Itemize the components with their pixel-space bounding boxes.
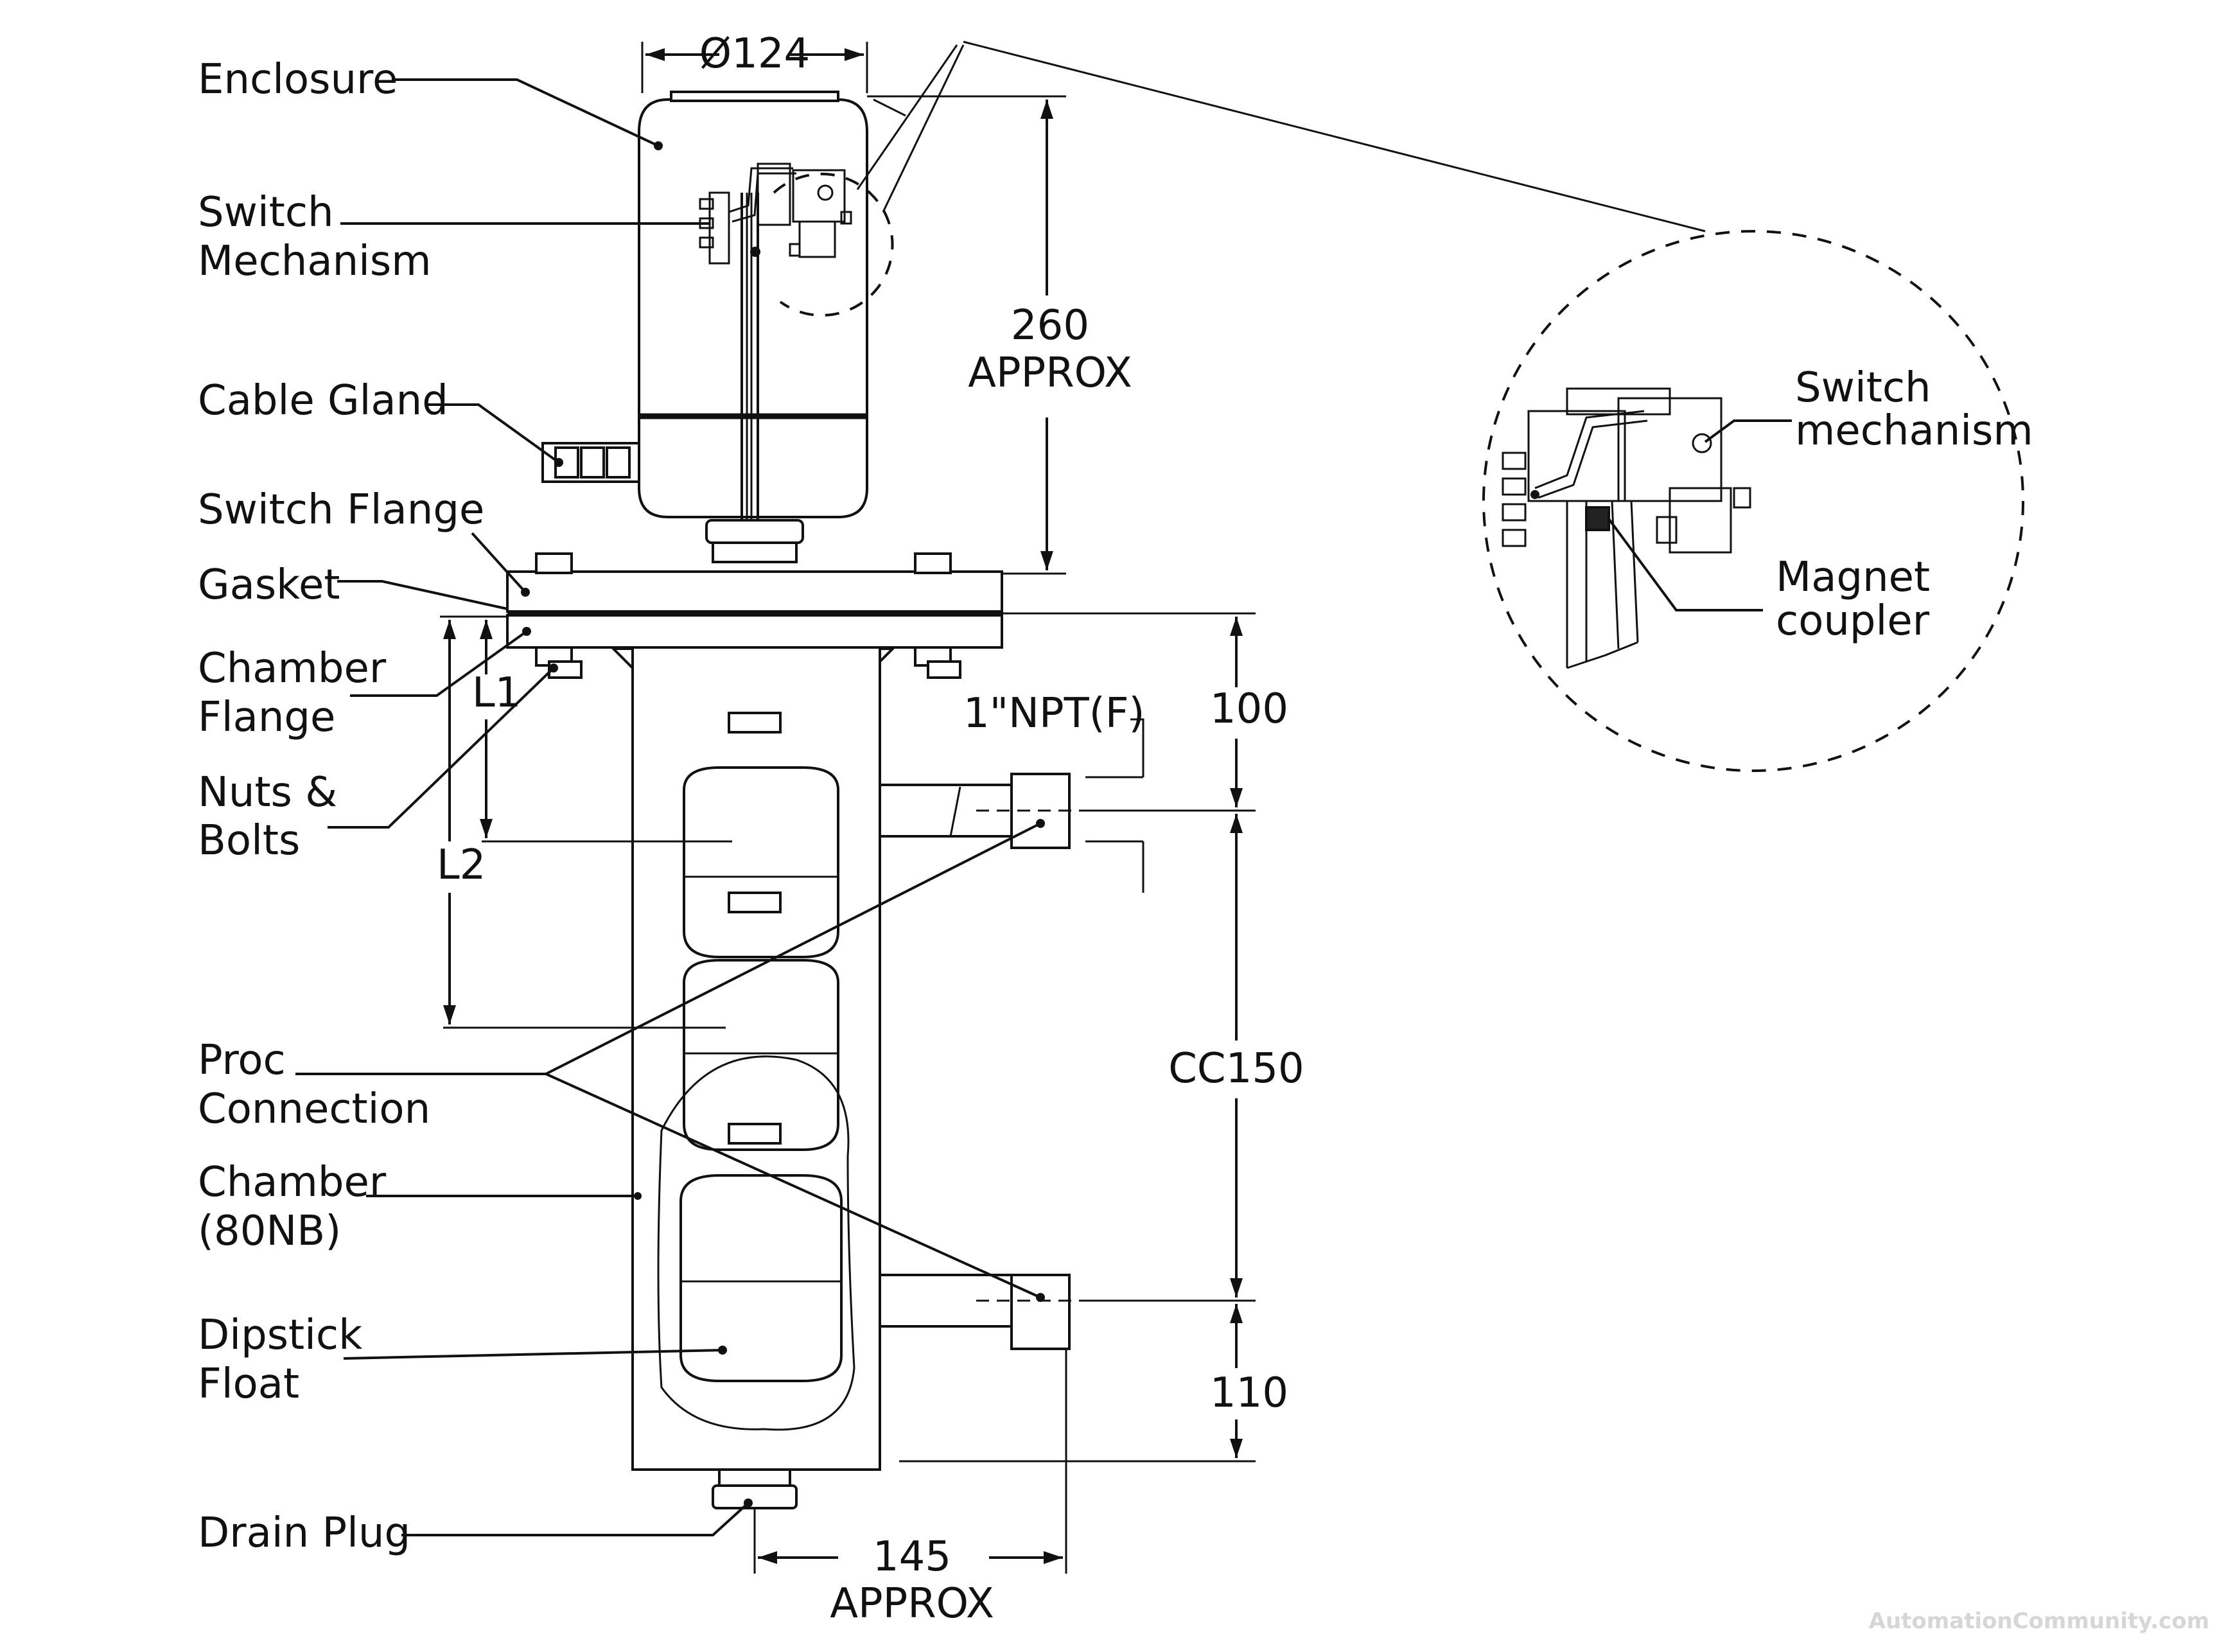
label-proc-connection-line2: Connection (198, 1085, 430, 1133)
label-dipstick-float-line2: Float (198, 1360, 299, 1408)
label-chamber-line1: Chamber (198, 1159, 387, 1206)
dimension-diameter (641, 42, 868, 93)
label-chamber-flange-line2: Flange (198, 694, 335, 741)
dim-top-offset: 100 (1210, 685, 1288, 733)
dimension-width (753, 1349, 1067, 1574)
dim-center-to-center: CC150 (1168, 1045, 1304, 1093)
detail-view (1482, 230, 2024, 772)
label-switch-mechanism-line2: Mechanism (198, 238, 432, 285)
stem-nut (705, 519, 804, 563)
label-switch-flange: Switch Flange (198, 486, 484, 534)
dim-width-value: 145 (873, 1533, 951, 1581)
label-dipstick-float-line1: Dipstick (198, 1312, 362, 1359)
dim-l2: L2 (437, 841, 486, 889)
dim-height-note: APPROX (968, 349, 1132, 397)
process-connection-lower (879, 1274, 1092, 1350)
dimension-height (867, 95, 1066, 575)
label-chamber-line2: (80NB) (198, 1208, 341, 1255)
watermark: AutomationCommunity.com (1869, 1608, 2209, 1634)
detail-label-magnet-line1: Magnet (1776, 554, 1930, 601)
dimension-right (899, 612, 1256, 1463)
dim-bottom-offset: 110 (1210, 1369, 1288, 1417)
detail-label-magnet-line2: coupler (1776, 597, 1930, 645)
label-chamber-flange-line1: Chamber (198, 645, 387, 692)
dim-width-note: APPROX (830, 1580, 994, 1628)
dimension-npt (1085, 718, 1144, 893)
dim-diameter: Ø124 (699, 30, 811, 78)
process-connection-upper (879, 773, 1092, 849)
label-switch-mechanism-line1: Switch (198, 189, 334, 236)
dim-l1: L1 (472, 669, 521, 717)
drain-plug (712, 1468, 798, 1509)
dim-npt: 1"NPT(F) (963, 690, 1144, 737)
dim-height-value: 260 (1011, 302, 1089, 349)
label-cable-gland: Cable Gland (198, 377, 448, 425)
label-proc-connection-line1: Proc (198, 1037, 286, 1084)
nuts-and-bolts (535, 646, 961, 679)
detail-callout-lines (856, 40, 1706, 233)
label-enclosure: Enclosure (198, 56, 398, 103)
label-nuts-bolts-line1: Nuts & (198, 769, 337, 816)
chamber-flange (506, 614, 1003, 649)
detail-label-switch-line1: Switch (1795, 364, 1931, 412)
leader-lines (295, 78, 1041, 1536)
detail-leaders (1608, 419, 1792, 611)
dipstick-float (657, 712, 855, 1431)
label-gasket: Gasket (198, 561, 340, 609)
detail-label-switch-line2: mechanism (1795, 407, 2033, 455)
label-drain-plug: Drain Plug (198, 1509, 410, 1557)
label-nuts-bolts-line2: Bolts (198, 817, 300, 865)
enclosure (638, 91, 868, 518)
dimension-l1-l2 (440, 615, 732, 1029)
